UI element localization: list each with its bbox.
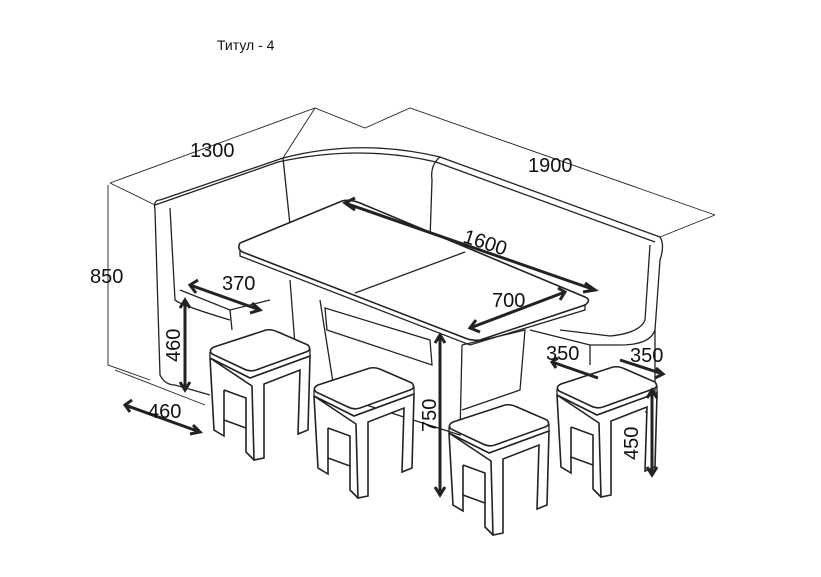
stool — [556, 365, 658, 498]
stool-seat-edge — [556, 386, 658, 416]
table — [238, 199, 590, 436]
dim-height: 850 — [90, 266, 123, 288]
dim-stool-height: 450 — [621, 427, 643, 460]
dim-stool-width: 350 — [546, 343, 579, 365]
stool — [313, 366, 415, 499]
stool-seat — [448, 403, 550, 447]
dim-table-width: 700 — [492, 290, 525, 312]
stool — [209, 328, 311, 461]
stool-body — [462, 464, 486, 503]
dim-seat-height: 460 — [163, 329, 185, 362]
stool-seat-edge — [448, 424, 550, 454]
stool-seat-edge — [209, 349, 311, 379]
stools — [209, 328, 658, 536]
drawing-title: Титул - 4 — [217, 37, 275, 53]
stool — [448, 403, 550, 536]
dimension-lines — [107, 107, 716, 498]
stool-seat — [313, 366, 415, 410]
dim-right-length: 1900 — [528, 155, 573, 177]
stool-body — [570, 426, 594, 465]
dim-bench-depth: 460 — [148, 401, 181, 423]
stool-seat-edge — [313, 387, 415, 417]
stool-body — [223, 389, 247, 428]
dim-stool-depth: 350 — [630, 345, 663, 367]
dim-table-height: 750 — [419, 399, 441, 432]
stool-seat — [209, 328, 311, 372]
dim-left-length: 1300 — [190, 140, 235, 162]
stool-body — [327, 427, 351, 466]
dim-seat-depth: 370 — [222, 273, 255, 295]
